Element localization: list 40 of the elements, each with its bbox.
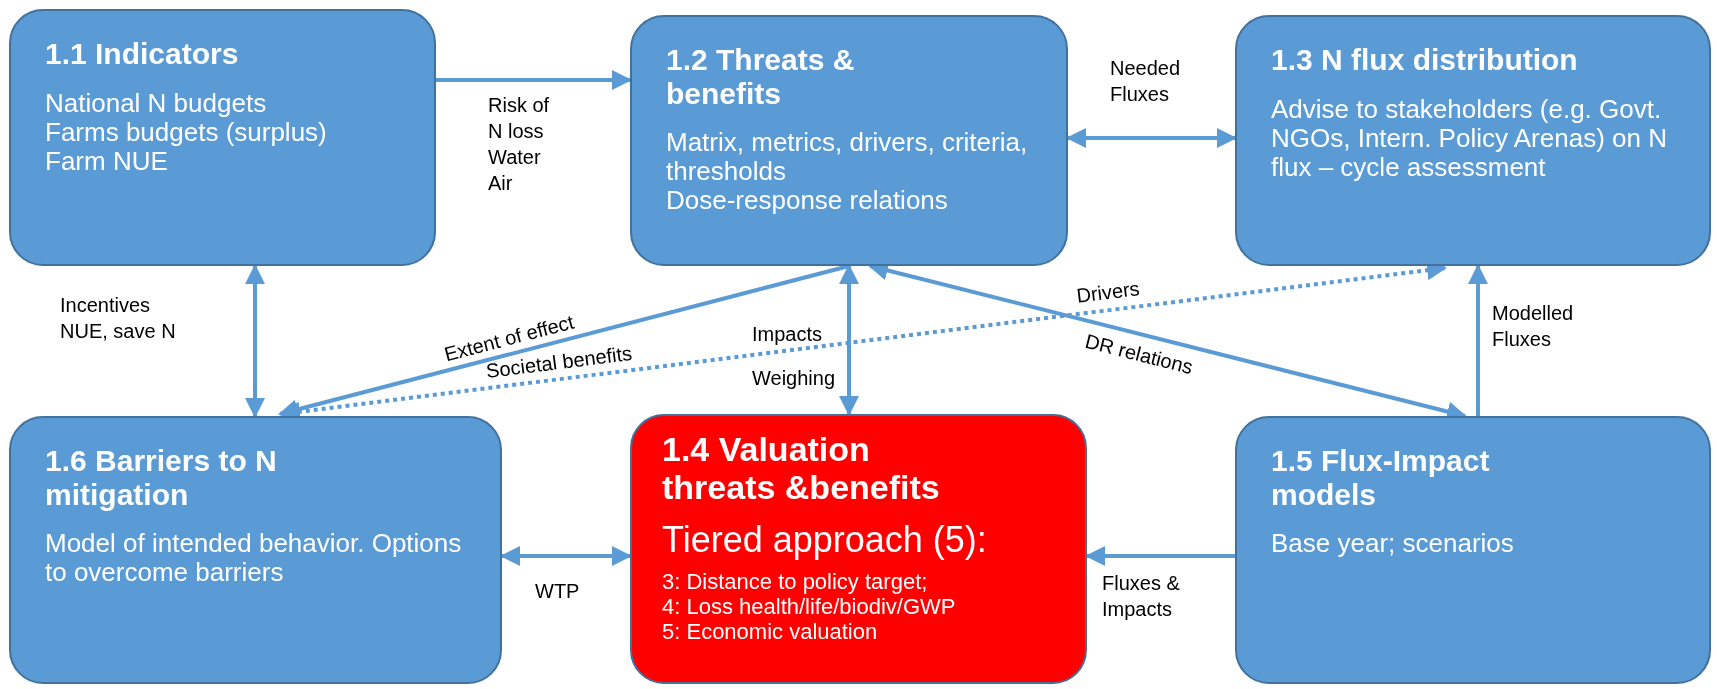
edge-label: DR relations <box>1082 329 1196 381</box>
box-title: 1.5 Flux-Impact models <box>1271 444 1491 512</box>
process-box <box>1235 416 1711 684</box>
box-text: Model of intended behavior. Options to overcome barriers <box>45 529 463 588</box>
process-box <box>1235 15 1711 266</box>
edge-label: Needed Fluxes <box>1110 56 1182 107</box>
box-title: 1.2 Threats & benefits <box>666 43 856 111</box>
box-title: 1.4 Valuation threats &benefits <box>662 430 941 507</box>
box-text: 3: Distance to policy target; <box>662 570 929 596</box>
box-text: Dose-response relations <box>666 186 949 216</box>
box-title: 1.6 Barriers to N mitigation <box>45 444 278 512</box>
edge-label: Impacts Weighing <box>752 322 837 391</box>
arrow <box>1085 546 1235 566</box>
box-text: Farms budgets (surplus) <box>45 117 328 147</box>
edge-label: Modelled Fluxes <box>1492 301 1575 352</box>
edge-label: Risk of N loss Water Air <box>488 93 551 196</box>
process-box <box>630 414 1087 684</box>
edge-label: Incentives NUE, save N <box>60 293 177 344</box>
box-title: 1.1 Indicators <box>45 37 240 71</box>
arrow <box>1468 264 1488 416</box>
box-text: Farm NUE <box>45 146 168 176</box>
arrow <box>436 70 632 90</box>
box-title: 1.3 N flux distribution <box>1271 43 1579 77</box>
process-box <box>630 15 1068 266</box>
arrow <box>245 264 265 418</box>
box-text: 4: Loss health/life/biodiv/GWP <box>662 595 957 620</box>
edge-label: WTP <box>535 579 581 604</box>
box-text: Base year; scenarios <box>1271 529 1515 559</box>
box-text: Matrix, metrics, drivers, criteria, thresholds <box>666 128 1029 187</box>
box-text: 5: Economic valuation <box>662 619 879 645</box>
edge-label: Fluxes & Impacts <box>1102 571 1181 622</box>
process-box <box>9 9 436 266</box>
arrow <box>839 264 859 416</box>
line-label: Drivers <box>1075 276 1141 309</box>
arrow <box>1066 128 1237 148</box>
process-box <box>9 416 502 684</box>
box-text: Tiered approach (5): <box>662 520 988 561</box>
box-text: Advise to stakeholders (e.g. Govt. NGOs, Intern. Policy Arenas) on N flux – cycle assessment <box>1271 94 1668 182</box>
arrow <box>500 546 632 566</box>
box-text: National N budgets <box>45 88 268 118</box>
